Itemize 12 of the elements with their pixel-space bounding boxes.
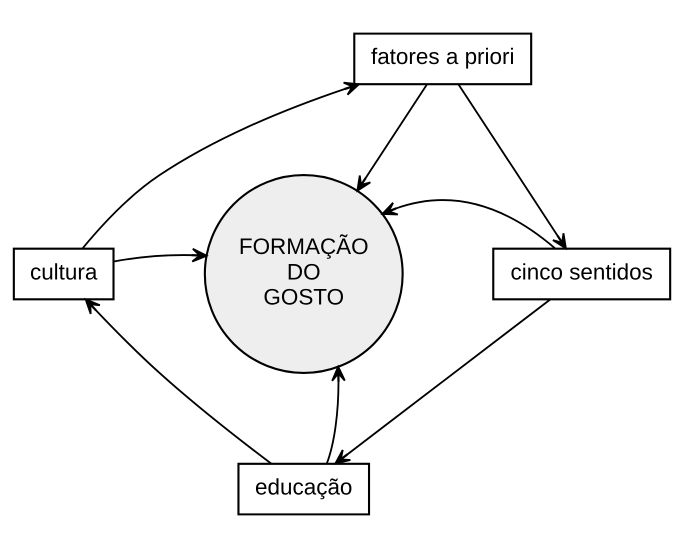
arrow xyxy=(114,248,208,262)
arrow xyxy=(82,82,360,250)
arrow xyxy=(334,298,551,464)
node-box: fatores a priori xyxy=(353,32,532,86)
arrow xyxy=(84,298,272,464)
node-box: educação xyxy=(237,462,370,516)
arrow xyxy=(356,84,428,192)
node-box: cinco sentidos xyxy=(492,248,672,300)
arrow xyxy=(458,84,567,250)
arrow xyxy=(382,199,556,250)
arrow xyxy=(326,366,346,464)
node-box: cultura xyxy=(12,248,115,300)
